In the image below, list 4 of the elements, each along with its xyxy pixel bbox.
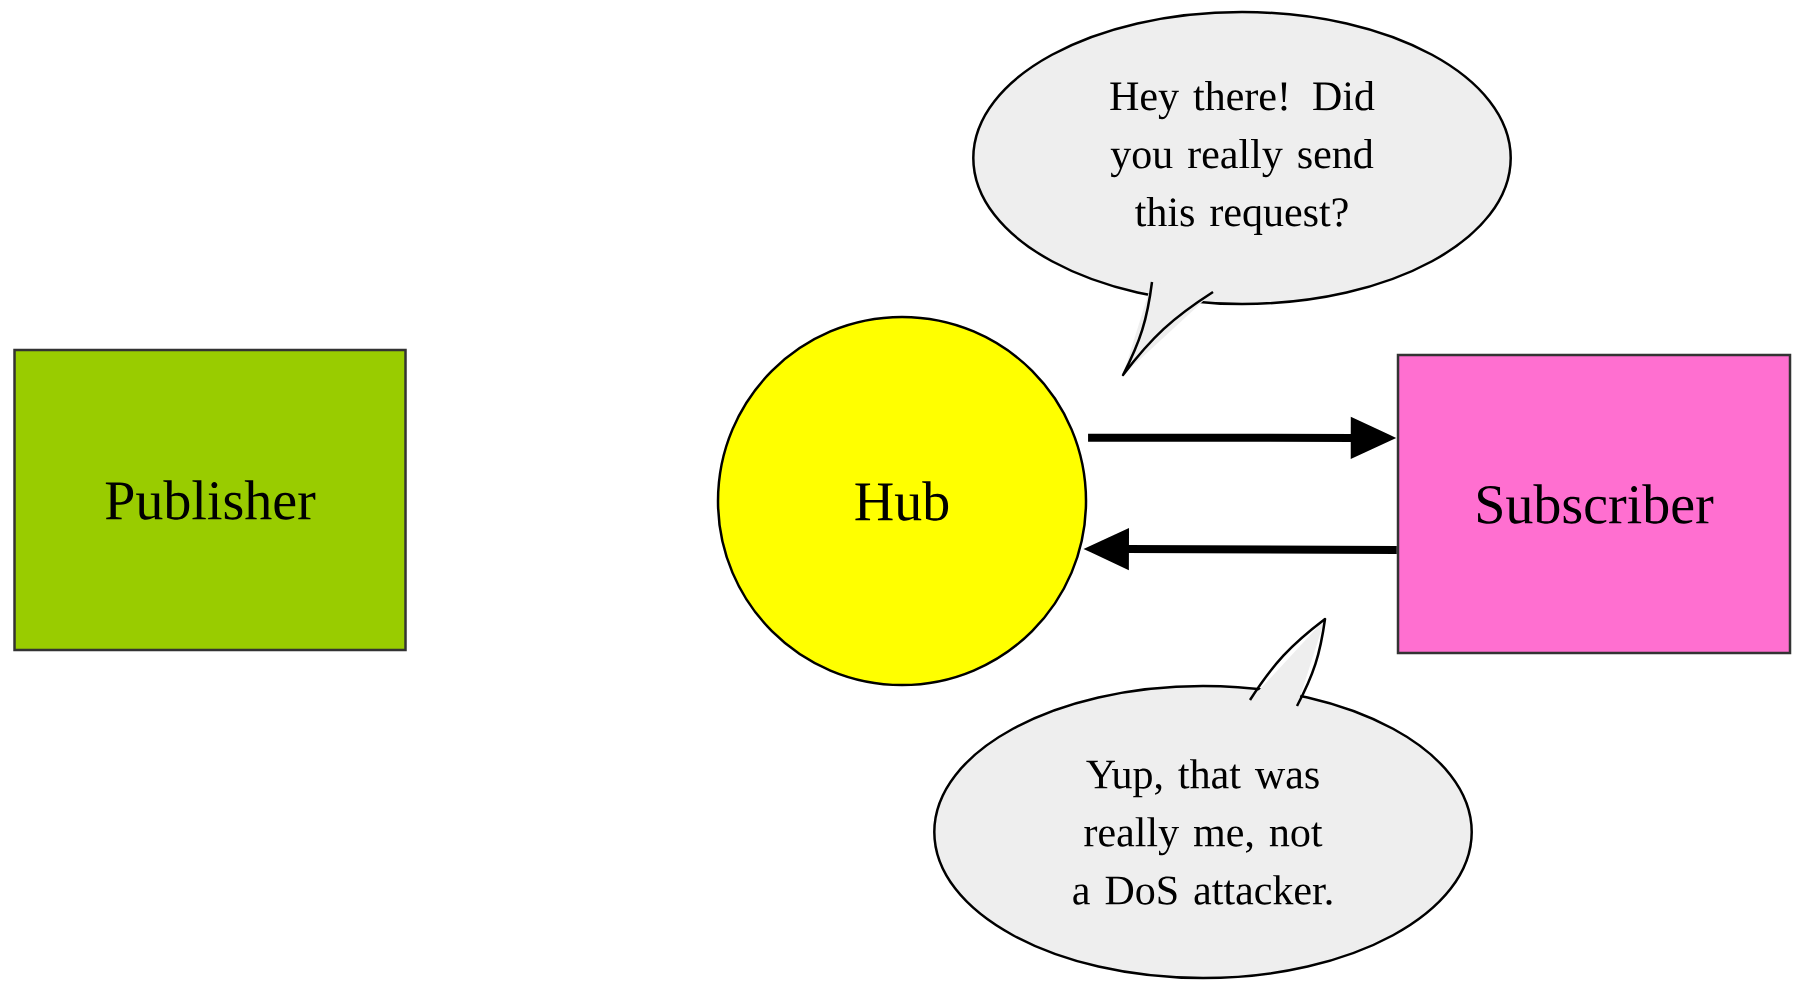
process-box: Subscriber	[1396, 353, 1792, 655]
speech-bubble: Yup, that was really me, not a DoS attacker.	[933, 617, 1473, 980]
speech-bubble: Hey there! Did you really send this request?	[972, 10, 1512, 377]
process-box: Publisher	[13, 348, 407, 652]
